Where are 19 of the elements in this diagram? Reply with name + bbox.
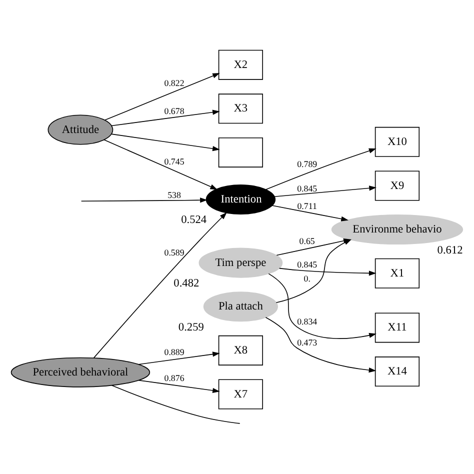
edge-label: 0.876 bbox=[164, 373, 184, 384]
edge-label: 0.589 bbox=[164, 247, 184, 258]
node-label: 0.259 bbox=[178, 321, 204, 334]
edge-label: 0.678 bbox=[164, 106, 184, 116]
edge-label: 0.834 bbox=[297, 316, 318, 326]
edge-label: 538 bbox=[168, 190, 181, 200]
edge-label: 0.473 bbox=[297, 337, 318, 348]
node-label: 0.524 bbox=[181, 214, 207, 226]
node-label: 0.612 bbox=[437, 244, 463, 256]
edge-label: 0.745 bbox=[164, 156, 184, 166]
edge-label: 0.789 bbox=[297, 158, 318, 169]
edge-label: 0. bbox=[304, 273, 310, 284]
node-label: 0.482 bbox=[174, 278, 200, 290]
edge-label: 0.845 bbox=[297, 260, 318, 270]
edge-label: 0.889 bbox=[164, 347, 184, 358]
edge-label: 0.845 bbox=[297, 183, 318, 194]
edge-label: 0.711 bbox=[297, 201, 317, 212]
edge-label: 0.65 bbox=[299, 236, 315, 246]
edge-label: 0.822 bbox=[164, 78, 184, 88]
